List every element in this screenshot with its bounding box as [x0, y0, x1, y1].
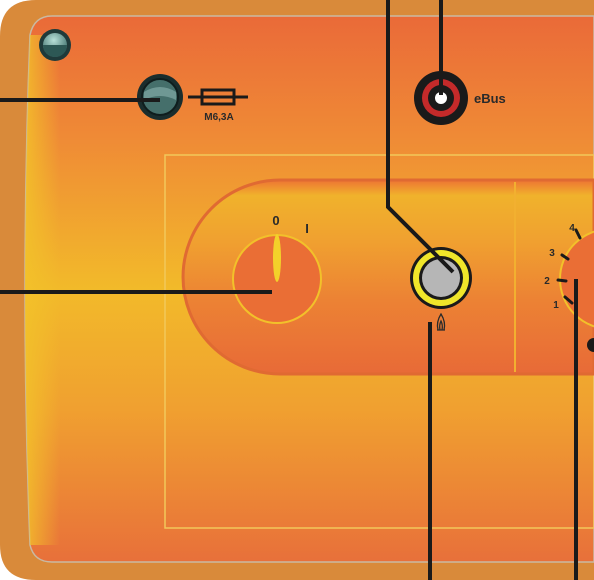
- dial-mark-1: 1: [553, 300, 559, 311]
- switch-pointer: [273, 234, 281, 282]
- switch-off-label: 0: [272, 213, 279, 228]
- dial-mark-2: 2: [544, 276, 550, 287]
- fuse-holder-icon[interactable]: [137, 74, 183, 120]
- main-switch-knob[interactable]: [233, 234, 321, 323]
- switch-on-label: I: [305, 221, 309, 236]
- dial-mark-3: 3: [549, 248, 555, 259]
- indicator-lamp-icon: [39, 29, 71, 61]
- ebus-label: eBus: [474, 91, 506, 106]
- dial-mark-4: 4: [569, 223, 575, 234]
- fault-reset-button[interactable]: [410, 247, 472, 309]
- fuse-rating-label: M6,3A: [204, 112, 233, 123]
